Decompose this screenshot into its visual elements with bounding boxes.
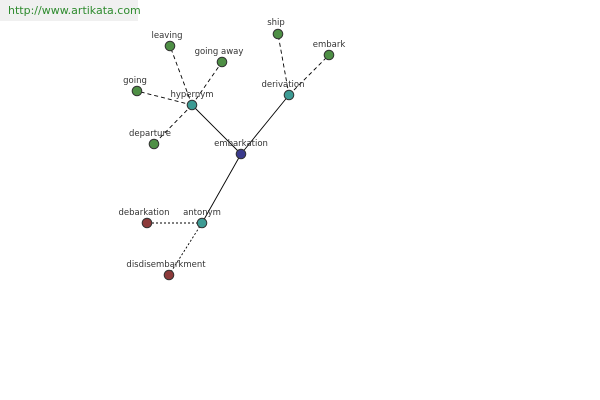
node-leaving[interactable]: leaving [152,31,183,52]
edge-embarkation-derivation [240,94,290,155]
node-label-derivation[interactable]: derivation [261,80,304,90]
node-embarkation[interactable]: embarkation [214,139,268,160]
node-label-going[interactable]: going [123,76,147,86]
node-going-away[interactable]: going away [195,47,244,68]
node-going[interactable]: going [123,76,147,97]
node-derivation[interactable]: derivation [261,80,305,101]
node-label-disembarkment[interactable]: disdisembarkment [126,260,206,270]
site-url-link[interactable]: http://www.artikata.com [8,4,141,17]
node-marker-disembarkment[interactable] [163,269,175,281]
node-label-ship[interactable]: ship [267,18,285,28]
edge-hypernym-going-away [191,61,223,106]
node-label-embark[interactable]: embark [313,40,346,50]
node-marker-going[interactable] [131,85,143,97]
node-antonym[interactable]: antonym [183,208,221,229]
node-label-embarkation[interactable]: embarkation [214,139,268,149]
node-label-departure[interactable]: departure [129,129,171,139]
node-marker-going-away[interactable] [216,56,228,68]
node-embark[interactable]: embark [313,40,346,61]
node-marker-leaving[interactable] [164,40,176,52]
node-label-debarkation[interactable]: debarkation [119,208,170,218]
edge-embarkation-antonym [201,153,242,224]
edge-hypernym-leaving [169,45,193,106]
site-banner: http://www.artikata.com [0,0,141,21]
node-marker-ship[interactable] [272,28,284,40]
node-departure[interactable]: departure [129,129,171,150]
node-ship[interactable]: ship [267,18,285,40]
node-marker-debarkation[interactable] [141,217,153,229]
node-marker-antonym[interactable] [196,217,208,229]
edge-derivation-embark [288,54,330,96]
edge-embarkation-hypernym [191,104,242,155]
node-debarkation[interactable]: debarkation [119,208,170,229]
node-marker-hypernym[interactable] [186,99,198,111]
node-marker-embarkation[interactable] [235,148,247,160]
edge-derivation-ship [277,33,290,96]
edge-hypernym-going [136,90,193,106]
node-marker-derivation[interactable] [283,89,295,101]
edge-hypernym-departure [153,104,193,145]
node-label-hypernym[interactable]: hypernym [170,90,213,100]
edges-layer [136,33,330,276]
node-marker-embark[interactable] [323,49,335,61]
node-label-antonym[interactable]: antonym [183,208,221,218]
node-marker-departure[interactable] [148,138,160,150]
node-hypernym[interactable]: hypernym [170,90,214,111]
nodes-layer: embarkation hypernym derivation antonym leav… [119,18,346,281]
node-label-leaving[interactable]: leaving [152,31,183,41]
node-label-going-away[interactable]: going away [195,47,244,57]
node-disembarkment[interactable]: disdisembarkment [126,260,206,281]
